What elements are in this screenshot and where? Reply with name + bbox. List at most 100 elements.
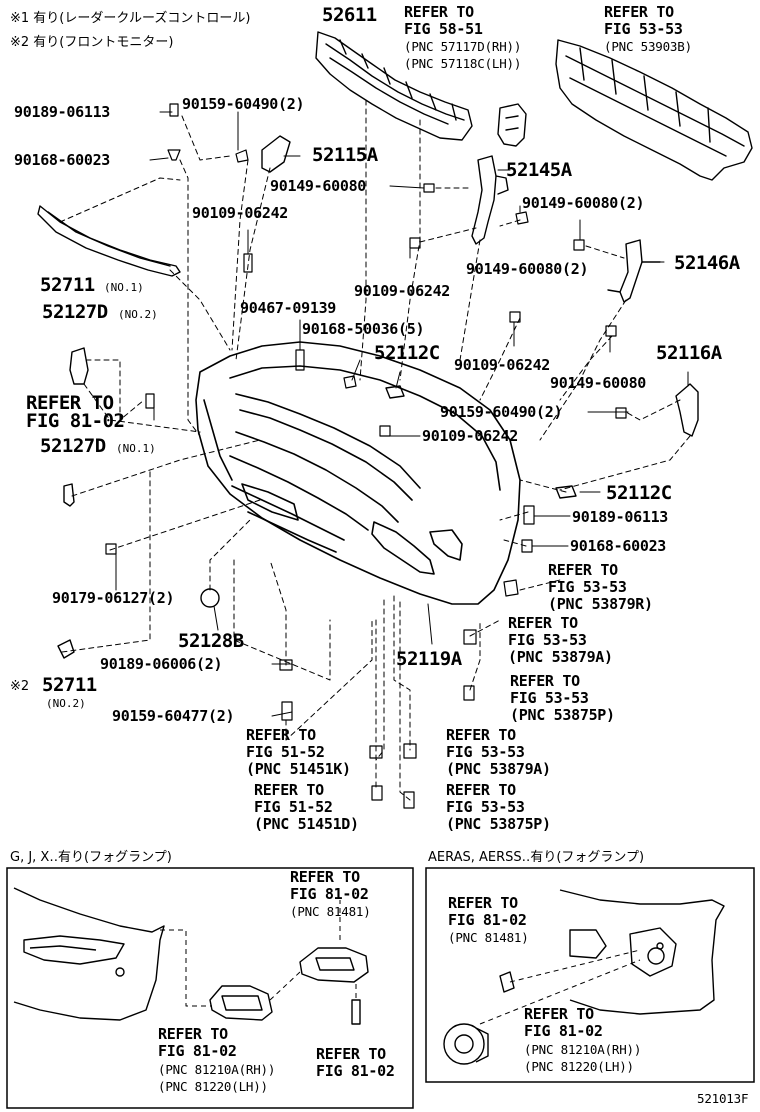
label-90189-06006-2: 90189-06006(2) [100,655,223,673]
inset-left-ref-81210-line2: FIG 81-02 [158,1042,237,1060]
inset-right-ref-81481-line2: FIG 81-02 [448,911,527,929]
label-90159-60490-2-b: 90159-60490(2) [440,403,563,421]
label-90159-60490-2-a: 90159-60490(2) [182,95,305,113]
inset-left-ref-81-02-line2: FIG 81-02 [316,1062,395,1080]
label-52146A: 52146A [674,252,740,274]
inset-right-artwork [443,889,725,1065]
note2-marker: ※2 [10,679,30,694]
ref-53879A-a-line3: (PNC 53879A) [508,648,613,666]
inset-left-ref-81481-line2: FIG 81-02 [290,885,369,903]
label-90179-06127-2: 90179-06127(2) [52,589,175,607]
ref-53879A-a-line1: REFER TO [508,614,578,632]
bracket-52115A [261,135,291,173]
label-52112C-a: 52112C [374,342,440,364]
label-52116A: 52116A [656,342,722,364]
label-90168-60023-a: 90168-60023 [14,151,111,169]
label-90109-06242-a: 90109-06242 [192,204,289,222]
inset-right-ref-81210-line4: (PNC 81220(LH)) [524,1059,634,1074]
ref-51451K-line1: REFER TO [246,726,316,744]
ref-58-51-line3: (PNC 57117D(RH)) [404,39,522,54]
ref-53875P-a-line3: (PNC 53875P) [510,706,615,724]
ref-53875P-a-line2: FIG 53-53 [510,689,589,707]
label-90189-06113-a: 90189-06113 [14,103,111,121]
note-front-monitor: ※2 有り(フロントモニター) [10,35,174,50]
label-90168-60023-b: 90168-60023 [570,537,667,555]
label-52711-no1-suffix: (NO.1) [104,281,144,294]
ref-53879R-line3: (PNC 53879R) [548,595,653,613]
bracket-52116A [675,383,699,437]
ref-53879R-line1: REFER TO [548,561,618,579]
ref-53875P-b-line3: (PNC 53875P) [446,815,551,833]
ref-53879A-b-line3: (PNC 53879A) [446,760,551,778]
energy-absorber-52611 [315,31,473,141]
label-52711-no1: 52711 [40,274,95,296]
solid-leaders [115,111,689,717]
ref-81-02-a-line1: REFER TO [26,392,114,414]
ref-58-51-line1: REFER TO [404,3,474,21]
ref-51451K-line3: (PNC 51451K) [246,760,351,778]
ref-51451D-line2: FIG 51-52 [254,798,333,816]
ref-53879A-b-line2: FIG 53-53 [446,743,525,761]
inset-left-ref-81-02-line1: REFER TO [316,1045,386,1063]
label-90109-06242-b: 90109-06242 [354,282,451,300]
bumper-cover-52119A [195,341,521,605]
label-90467-09139: 90467-09139 [240,299,337,317]
label-90109-06242-d: 90109-06242 [422,427,519,445]
label-52127D-no2: 52127D [42,301,108,323]
ref-58-51-line4: (PNC 57118C(LH)) [404,56,522,71]
inset-left-ref-81210-line4: (PNC 81220(LH)) [158,1079,268,1094]
seal-52711-no2 [57,639,75,659]
label-90149-60080-a: 90149-60080 [270,177,367,195]
inset-left-caption: G, J, X‥有り(フォグランプ) [10,850,172,865]
inset-left-ref-81210-line3: (PNC 81210A(RH)) [158,1062,276,1077]
ref-53879R-line2: FIG 53-53 [548,578,627,596]
ref-58-51-line2: FIG 58-51 [404,20,483,38]
label-90109-06242-c: 90109-06242 [454,356,551,374]
ref-53879A-a-line2: FIG 53-53 [508,631,587,649]
label-90149-60080-b: 90149-60080 [550,374,647,392]
inset-left-ref-81210-line1: REFER TO [158,1025,228,1043]
dashed-leaders [59,99,691,801]
label-90168-50036-5: 90168-50036(5) [302,320,425,338]
label-90189-06113-b: 90189-06113 [572,508,669,526]
label-52145A: 52145A [506,159,572,181]
inset-left-ref-81481-line3: (PNC 81481) [290,904,371,919]
inset-left-artwork [13,887,369,1025]
ref-51451D-line3: (PNC 51451D) [254,815,359,833]
ref-53-53-top-line2: FIG 53-53 [604,20,683,38]
label-90159-60477-2: 90159-60477(2) [112,707,235,725]
note-radar-cruise: ※1 有り(レーダークルーズコントロール) [10,11,251,26]
label-52127D-no1-suffix: (NO.1) [116,442,156,455]
bracket-52146A [607,239,661,303]
inset-right-ref-81210-line1: REFER TO [524,1005,594,1023]
retainer-53903B [555,39,753,181]
label-52128B: 52128B [178,630,244,652]
label-90149-60080-2-b: 90149-60080(2) [466,260,589,278]
inset-right-ref-81210-line2: FIG 81-02 [524,1022,603,1040]
ref-53875P-b-line1: REFER TO [446,781,516,799]
retainer-52112C-b [555,485,577,499]
inset-right-ref-81481-line1: REFER TO [448,894,518,912]
inset-right-ref-81481-line3: (PNC 81481) [448,930,529,945]
ref-81-02-a-line2: FIG 81-02 [26,410,125,432]
inset-left-ref-81481-line1: REFER TO [290,868,360,886]
bracket-57117D [497,103,527,147]
diagram-code: 521013F [697,1091,749,1106]
retainer-52112C-a [385,385,405,399]
ref-51451K-line2: FIG 51-52 [246,743,325,761]
bracket-52127D-no2 [69,347,89,385]
label-52112C-b: 52112C [606,482,672,504]
ref-53879A-b-line1: REFER TO [446,726,516,744]
ref-53-53-top-line1: REFER TO [604,3,674,21]
ref-53875P-a-line1: REFER TO [510,672,580,690]
bracket-52145A [471,155,509,245]
label-52119A: 52119A [396,648,462,670]
bracket-52127D-no1 [63,483,75,507]
label-52115A: 52115A [312,144,378,166]
ref-53-53-top-line3: (PNC 53903B) [604,39,692,54]
ref-51451D-line1: REFER TO [254,781,324,799]
seal-52711-no1 [37,205,181,277]
label-52127D-no2-suffix: (NO.2) [118,308,158,321]
